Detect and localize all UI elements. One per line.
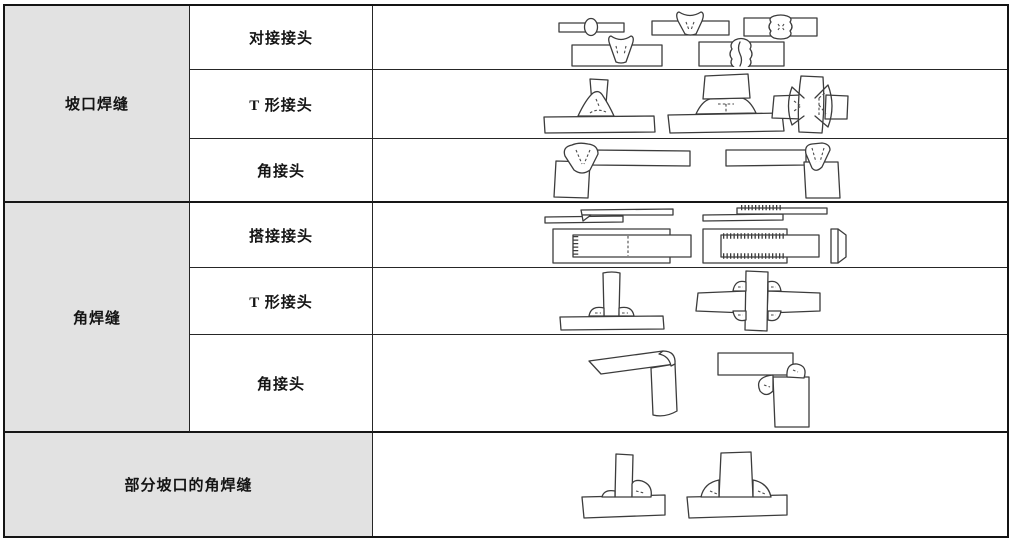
joint-cell-corner-groove: 角接头 [190, 139, 373, 203]
tee-joint-fillet-weld-drawing-icon [559, 270, 821, 332]
figure-cell-tee-joint-groove [373, 70, 1007, 139]
joint-cell-lap: 搭接接头 [190, 203, 373, 268]
figure-cell-butt-joint [373, 6, 1007, 70]
category-label: 角焊缝 [72, 310, 121, 327]
joint-label: 角接头 [256, 376, 305, 393]
tee-joint-groove-weld-drawing-icon [543, 73, 849, 134]
joint-cell-tee-groove: T 形接头 [190, 70, 373, 139]
category-label: 部分坡口的角焊缝 [124, 478, 253, 494]
partial-groove-fillet-weld-drawing-icon [581, 450, 788, 519]
figure-cell-corner-joint-groove [373, 139, 1007, 203]
category-cell-partial-groove-fillet-weld: 部分坡口的角焊缝 [5, 433, 373, 536]
butt-joint-groove-weld-drawing-icon [558, 10, 818, 67]
joint-label: T 形接头 [249, 97, 313, 114]
figure-cell-tee-joint-fillet [373, 268, 1007, 335]
category-cell-groove-weld: 坡口焊缝 [5, 6, 190, 203]
joint-cell-tee-fillet: T 形接头 [190, 268, 373, 335]
figure-cell-corner-joint-fillet [373, 335, 1007, 433]
category-label: 坡口焊缝 [64, 97, 129, 113]
lap-joint-fillet-weld-drawing-icon [544, 205, 847, 264]
joint-label: T 形接头 [249, 294, 313, 311]
weld-joint-table: 坡口焊缝 角焊缝 部分坡口的角焊缝 对接接头 T 形接头 角接头 搭接接头 T … [3, 4, 1009, 538]
corner-joint-fillet-weld-drawing-icon [588, 350, 810, 428]
joint-label: 搭接接头 [248, 228, 313, 245]
figure-cell-lap-joint [373, 203, 1007, 268]
joint-cell-corner-fillet: 角接头 [190, 335, 373, 433]
joint-cell-butt: 对接接头 [190, 6, 373, 70]
figure-cell-partial-groove-fillet [373, 433, 1007, 536]
joint-label: 对接接头 [248, 31, 313, 47]
category-cell-fillet-weld: 角焊缝 [5, 203, 190, 433]
corner-joint-groove-weld-drawing-icon [553, 142, 841, 199]
joint-label: 角接头 [256, 163, 305, 180]
